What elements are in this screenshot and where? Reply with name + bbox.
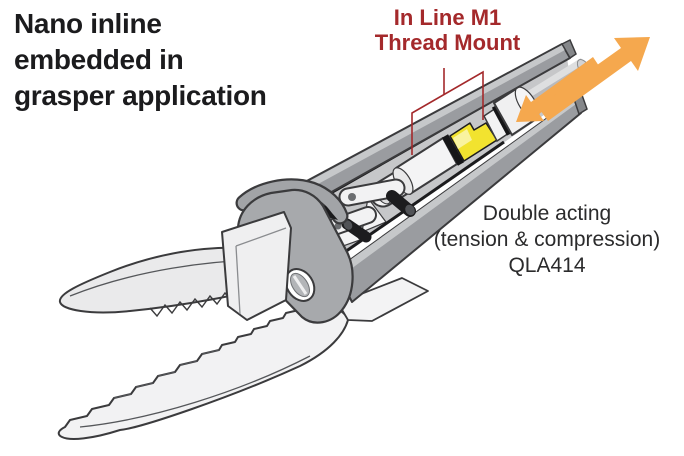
thread-mount-label-line: Thread Mount xyxy=(374,30,521,55)
lower-jaw xyxy=(57,301,349,440)
rail-end-cap xyxy=(560,38,577,60)
title-line: embedded in xyxy=(14,44,184,75)
lower-jaw-tooth-faces xyxy=(113,349,220,399)
page-title: Nano inline embedded in grasper applicat… xyxy=(14,6,314,114)
link-hole xyxy=(348,193,356,201)
pivot-assembly xyxy=(221,178,354,324)
title-line: grasper application xyxy=(14,80,267,111)
jaw-base-block xyxy=(221,211,292,321)
seal-ring xyxy=(441,134,465,166)
thread-mount-label: In Line M1 Thread Mount xyxy=(330,5,565,55)
jaw-shank xyxy=(337,277,429,322)
leader-bracket xyxy=(411,70,484,155)
linkage xyxy=(325,178,416,243)
motion-arrows xyxy=(516,37,650,122)
arrow-out-icon xyxy=(538,37,650,121)
actuator-label: Double acting (tension & compression) QL… xyxy=(412,201,682,279)
push-rod-highlight xyxy=(523,58,584,100)
actuator-label-line: QLA414 xyxy=(508,254,586,277)
thread-mount-leader-bracket xyxy=(411,68,484,155)
channel-bottom-rail-highlight xyxy=(336,99,576,277)
arrow-in-icon xyxy=(516,57,601,122)
actuator-label-line: (tension & compression) xyxy=(433,228,661,251)
channel-top-rail-highlight xyxy=(304,45,565,190)
screw-slot xyxy=(292,275,308,295)
actuator-highlight xyxy=(453,129,472,149)
thread-mount-label-line: In Line M1 xyxy=(393,5,502,30)
jaw-base-block-edges xyxy=(235,227,287,315)
actuator-label-line: Double acting xyxy=(482,202,612,225)
lower-jaw-inner-edge xyxy=(79,355,311,428)
link-pin-cap xyxy=(343,220,353,230)
title-line: Nano inline xyxy=(14,8,162,39)
link-pin-cap xyxy=(405,204,415,216)
link-arm xyxy=(340,180,404,205)
strap xyxy=(237,180,347,223)
